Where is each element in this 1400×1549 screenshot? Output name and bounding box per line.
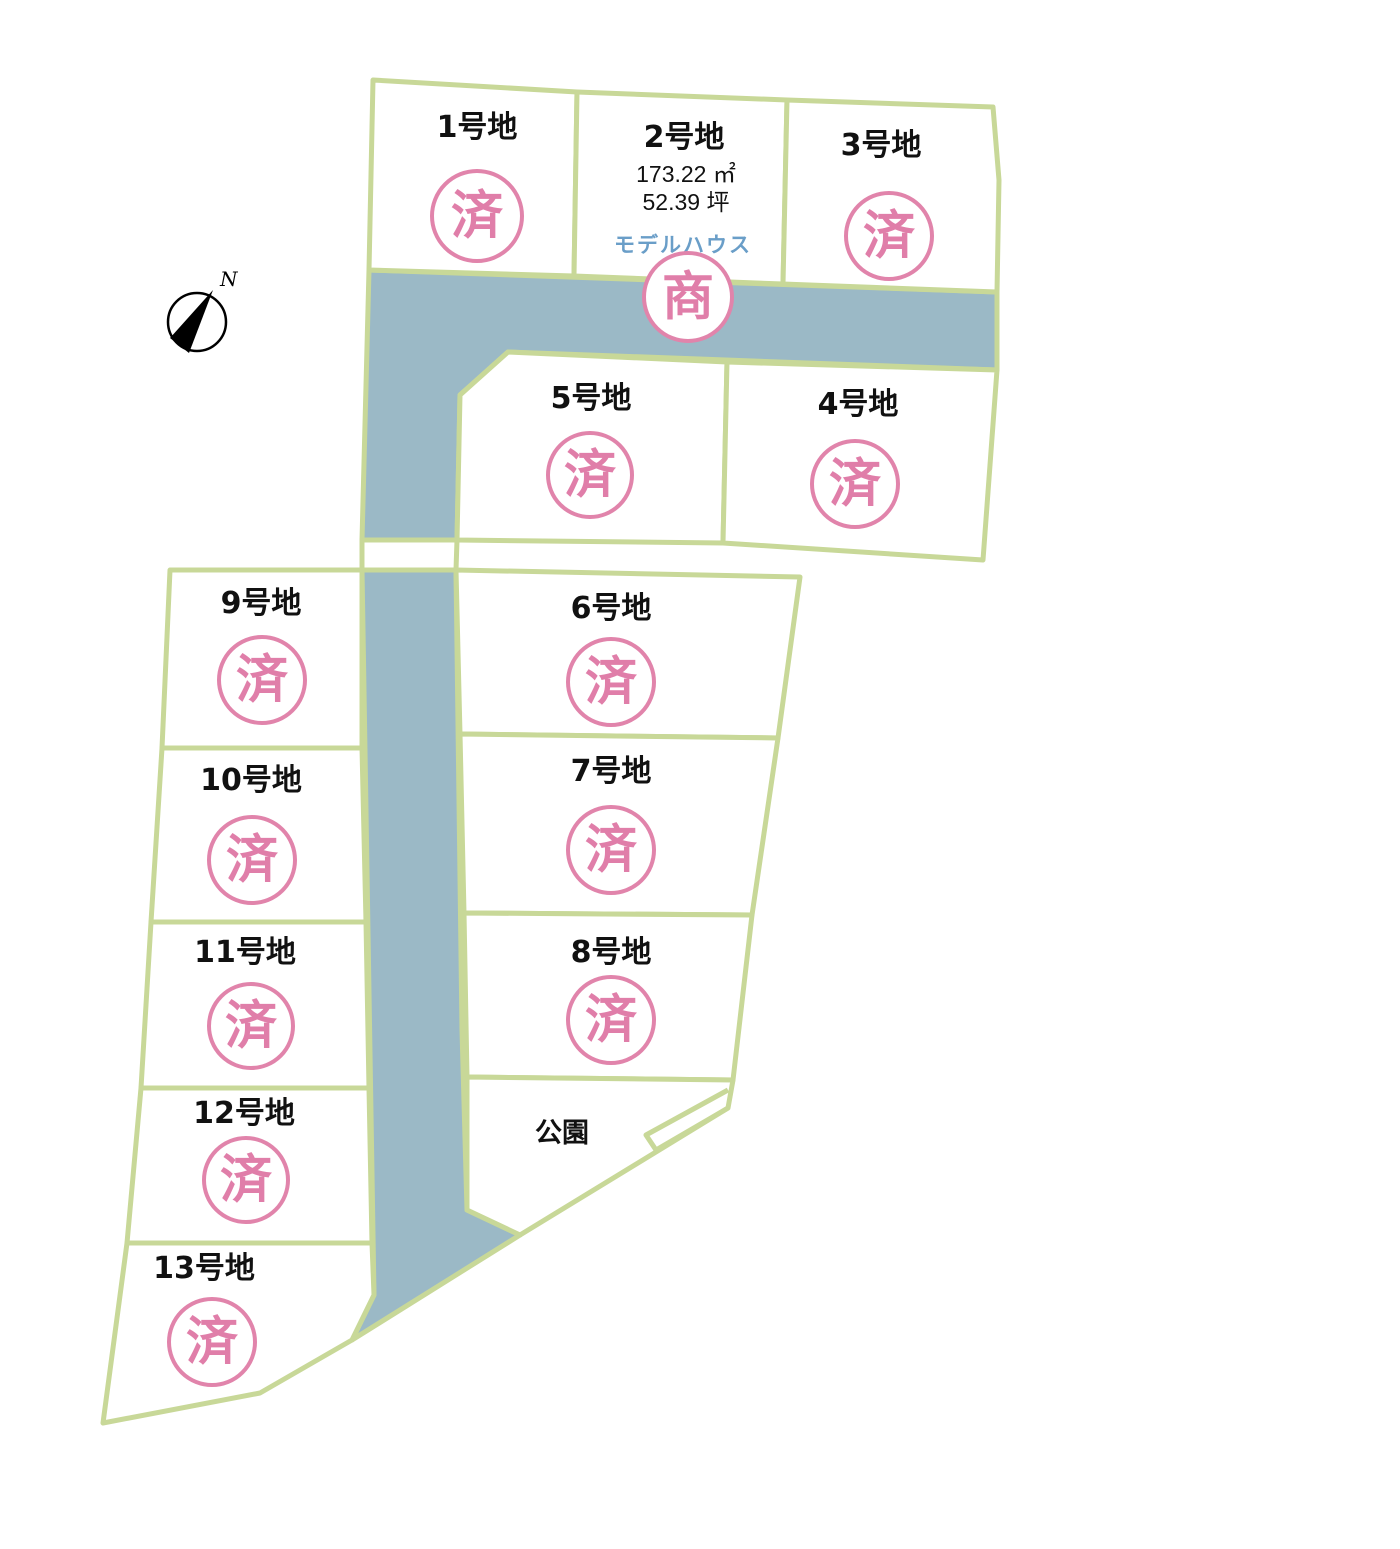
lot-area-tsubo: 52.39 坪: [643, 189, 730, 215]
lot-label: 1号地: [437, 110, 518, 145]
lot-label: 11号地: [194, 935, 296, 970]
crosswalk: [359, 537, 460, 573]
svg-text:済: 済: [236, 650, 289, 711]
lot-label: 12号地: [193, 1096, 295, 1131]
svg-text:済: 済: [226, 830, 279, 891]
sold-stamp: 済: [207, 815, 297, 905]
svg-text:済: 済: [829, 454, 882, 515]
park-notch: [643, 1087, 730, 1153]
lot-label: 10号地: [200, 763, 302, 798]
svg-text:済: 済: [564, 445, 617, 506]
lot-label: 6号地: [571, 591, 652, 626]
sold-stamp: 済: [167, 1297, 257, 1387]
lot-label: 9号地: [221, 586, 302, 621]
park-label: 公園: [535, 1118, 589, 1149]
lot-label: 7号地: [571, 754, 652, 789]
sold-stamp: 済: [546, 431, 634, 519]
compass-label: N: [219, 267, 239, 291]
lot-label: 13号地: [153, 1251, 255, 1286]
lot-label: 8号地: [571, 935, 652, 970]
svg-text:商: 商: [662, 267, 714, 328]
svg-text:済: 済: [225, 996, 278, 1057]
sold-stamp: 済: [844, 191, 934, 281]
svg-text:済: 済: [451, 186, 504, 247]
north-compass-icon: N: [166, 267, 239, 353]
svg-text:済: 済: [220, 1150, 273, 1211]
svg-text:済: 済: [186, 1312, 239, 1373]
lot-label: 4号地: [818, 387, 899, 422]
sold-stamp: 済: [217, 635, 307, 725]
sold-stamp: 済: [566, 805, 656, 895]
park[interactable]: [464, 1074, 736, 1238]
sold-stamp: 済: [810, 439, 900, 529]
sold-stamp: 済: [566, 637, 656, 727]
lot-area-m2: 173.22 ㎡: [636, 161, 736, 187]
lot-label: 5号地: [551, 381, 632, 416]
sold-stamp: 済: [430, 169, 524, 263]
svg-text:済: 済: [585, 820, 638, 881]
sold-stamp: 済: [566, 975, 656, 1065]
svg-text:済: 済: [863, 206, 916, 267]
sold-stamp: 済: [207, 982, 295, 1070]
svg-text:済: 済: [585, 652, 638, 713]
lot-label: 2号地: [644, 120, 725, 155]
svg-text:済: 済: [585, 990, 638, 1051]
model-house-stamp: 商: [642, 251, 734, 343]
sold-stamp: 済: [202, 1136, 290, 1224]
lot-label: 3号地: [841, 128, 922, 163]
